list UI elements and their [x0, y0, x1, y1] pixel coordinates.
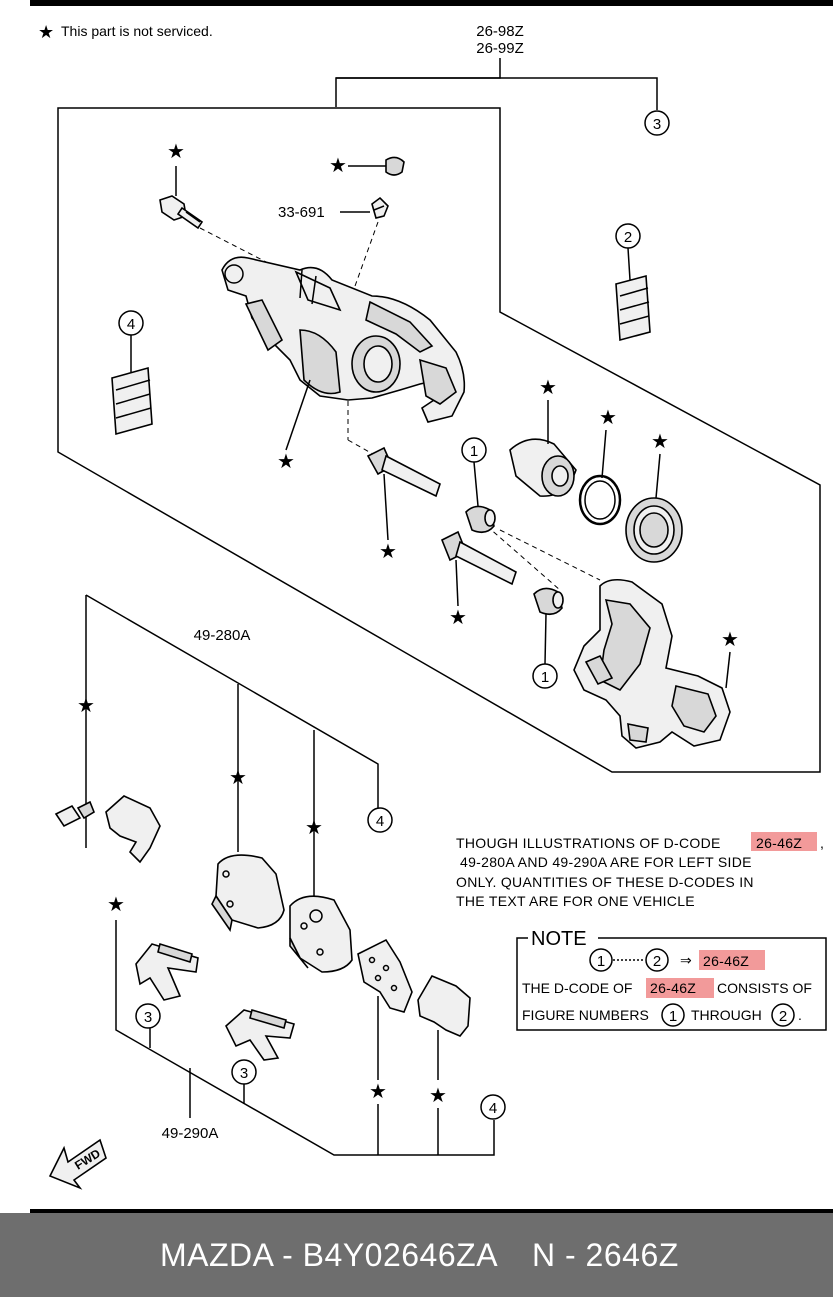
callout-1-lower: 1 — [541, 669, 549, 686]
paragraph-line-4: THE TEXT ARE FOR ONE VEHICLE — [456, 893, 695, 909]
star-dust-boot: ★ — [651, 431, 669, 453]
callout-4-mid: 4 — [376, 813, 384, 830]
footer-part-number: MAZDA - B4Y02646ZA — [160, 1237, 499, 1273]
note-fig-to: 2 — [779, 1008, 787, 1025]
note-period: . — [798, 1007, 802, 1023]
callout-2: 2 — [624, 229, 632, 246]
note-arrow: ⇒ — [680, 952, 692, 968]
note-range-to: 2 — [653, 953, 661, 970]
guide-pin-boot-1-lower — [533, 587, 564, 616]
pad-kit-a-frame — [85, 594, 379, 808]
bleeder-screw — [371, 196, 389, 219]
anti-squeal-shim — [357, 938, 413, 1013]
star-pad-inner: ★ — [229, 767, 247, 789]
note-dcode-2: 26-46Z — [650, 980, 696, 996]
note-sentence-2: CONSISTS OF — [717, 980, 812, 996]
callout-3-circle — [644, 110, 670, 136]
bleeder-label: 33-691 — [278, 204, 325, 221]
star-guide-pin-lower: ★ — [449, 607, 467, 629]
bleeder-cap — [385, 156, 405, 176]
brake-pad-outer — [289, 895, 353, 973]
callout-4-circle-lower — [480, 1094, 506, 1120]
note-sentence-3: FIGURE NUMBERS — [522, 1007, 649, 1023]
callout-3-top: 3 — [653, 116, 661, 133]
top-rule — [30, 0, 833, 6]
star-outer-shim: ★ — [429, 1085, 447, 1107]
outer-shim — [417, 974, 471, 1037]
caliper-bolt — [159, 195, 204, 230]
pad-kit-b-frame — [115, 920, 495, 1156]
fwd-arrow-icon — [48, 1138, 107, 1190]
guide-pin-boot-1-upper — [465, 505, 496, 534]
pad-kit-a-label: 49-280A — [194, 627, 251, 644]
exploded-parts-diagram: ★ This part is not serviced. 26-98Z 26-9… — [38, 22, 827, 1190]
callout-1-upper: 1 — [470, 443, 478, 460]
callout-3-a: 3 — [144, 1009, 152, 1026]
guide-pin-lower — [440, 530, 517, 586]
star-bolt: ★ — [167, 141, 185, 163]
caliper-bracket — [573, 578, 731, 749]
star-piston-seal: ★ — [599, 407, 617, 429]
pad-shim-4-left — [111, 366, 153, 436]
piston-seal — [578, 474, 622, 526]
note-title: NOTE — [531, 928, 587, 950]
star-guide-pin-upper: ★ — [379, 541, 397, 563]
paragraph-line-2: 49-280A AND 49-290A ARE FOR LEFT SIDE — [460, 854, 752, 870]
piston — [509, 438, 577, 497]
wear-indicator-clip — [54, 800, 95, 828]
callout-3-b: 3 — [240, 1065, 248, 1082]
callout-4-circle-mid — [367, 807, 393, 833]
caliper-body — [221, 256, 466, 423]
group-label-26-99z: 26-99Z — [476, 40, 524, 57]
footer-code: N - 2646Z — [532, 1237, 679, 1273]
footer-bar — [0, 1213, 833, 1297]
pad-shim-left-lower — [105, 795, 161, 864]
callout-3-circle-a — [135, 1003, 161, 1029]
brake-pad-inner — [211, 854, 285, 933]
callout-4-lower: 4 — [489, 1100, 497, 1117]
note-sentence-1: THE D-CODE OF — [522, 980, 632, 996]
paragraph-dcode: 26-46Z — [756, 835, 802, 851]
star-piston: ★ — [539, 377, 557, 399]
note-range-from: 1 — [597, 953, 605, 970]
note-dcode-1: 26-46Z — [703, 953, 749, 969]
dust-boot — [625, 497, 683, 563]
note-fig-from: 1 — [669, 1008, 677, 1025]
group-leader-3 — [336, 77, 658, 110]
note-box — [516, 937, 827, 1031]
caliper-assembly-frame — [57, 107, 821, 773]
group-leader — [335, 58, 501, 107]
star-shim-left: ★ — [107, 894, 125, 916]
note-sentence-4: THROUGH — [691, 1007, 762, 1023]
pad-shim-2 — [615, 274, 651, 342]
footer-rule — [30, 1209, 833, 1214]
paragraph-comma: , — [820, 835, 824, 851]
paragraph-line-3: ONLY. QUANTITIES OF THESE D-CODES IN — [456, 874, 754, 890]
pad-clip-upper — [135, 942, 199, 1001]
pad-clip-lower — [225, 1008, 295, 1061]
star-bleeder-cap: ★ — [329, 155, 347, 177]
star-caliper-body: ★ — [277, 451, 295, 473]
pad-kit-b-label: 49-290A — [162, 1125, 219, 1142]
legend-star-icon: ★ — [38, 22, 54, 42]
paragraph-line-1: THOUGH ILLUSTRATIONS OF D-CODE — [456, 835, 721, 851]
star-wear-clip: ★ — [77, 695, 95, 717]
star-pad-outer: ★ — [305, 817, 323, 839]
legend-text: This part is not serviced. — [61, 23, 213, 39]
highlight-dcode-paragraph — [751, 832, 817, 851]
star-anti-squeal-shim: ★ — [369, 1081, 387, 1103]
star-bracket: ★ — [721, 629, 739, 651]
group-label-26-98z: 26-98Z — [476, 23, 524, 40]
callout-4-left: 4 — [127, 316, 135, 333]
leader-caliper-body — [285, 379, 311, 451]
guide-pin-upper — [366, 446, 441, 498]
